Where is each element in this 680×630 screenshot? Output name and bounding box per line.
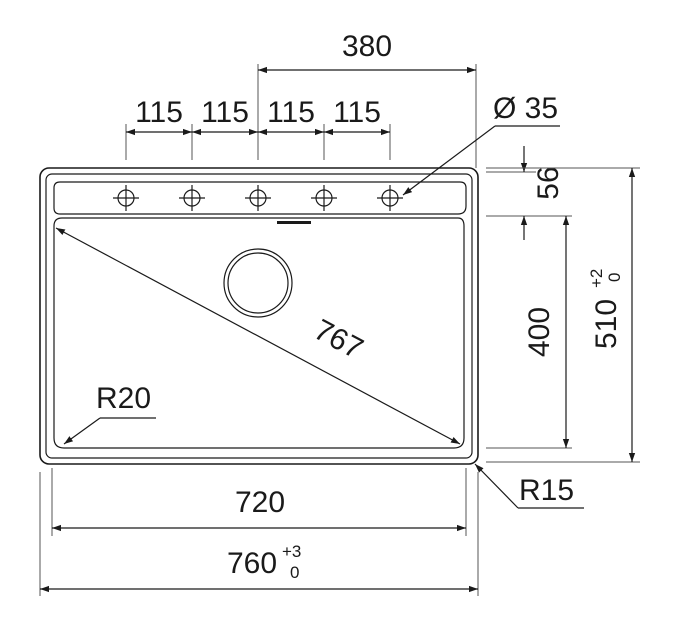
r20-label: R20 (96, 382, 151, 415)
dim-760-label: 760 (227, 547, 277, 580)
sink-inner-edge (45, 173, 473, 459)
dim-720-label: 720 (235, 486, 285, 519)
dim-510-label: 510 (590, 299, 623, 349)
sink-outline (39, 167, 479, 465)
dim-380-label: 380 (342, 30, 392, 63)
tap-hole (179, 185, 205, 211)
bottom-dimensions: 720 760 +3 0 (39, 468, 479, 596)
dim-767-label: 767 (309, 313, 369, 366)
dim-510-group: 510 +2 0 (587, 269, 624, 349)
dim-line-767 (55, 227, 461, 445)
dim-115-label-1: 115 (135, 96, 183, 129)
dim-56-label: 56 (532, 166, 565, 199)
right-dimensions: 56 400 510 +2 0 (486, 146, 640, 463)
drain-outer (223, 248, 293, 318)
dim-510-tol-upper: +2 (587, 269, 606, 288)
dim-400-label: 400 (523, 307, 556, 357)
overflow-slot (277, 221, 311, 224)
tap-hole (311, 185, 337, 211)
diameter-leader (402, 125, 496, 196)
tap-hole (113, 185, 139, 211)
dim-115-label-2: 115 (201, 96, 249, 129)
dim-760-tol-lower: 0 (290, 563, 299, 582)
dim-115-label-4: 115 (333, 96, 381, 129)
r20-leader (63, 417, 101, 445)
drain-inner (227, 252, 289, 314)
basin (53, 217, 465, 449)
dim-115-label-3: 115 (267, 96, 315, 129)
sink-outer-edge (39, 167, 479, 465)
top-dimensions: 380 115 115 115 115 Ø 35 (125, 30, 560, 196)
basin-dimensions: 767 R20 R15 (55, 227, 584, 509)
diameter-label: Ø 35 (493, 92, 558, 125)
tap-deck (53, 181, 467, 215)
tap-hole (245, 185, 271, 211)
tap-holes (113, 185, 403, 211)
tap-hole (377, 185, 403, 211)
r15-leader (474, 463, 519, 509)
dim-760-tol-upper: +3 (282, 542, 301, 561)
dim-510-tol-lower: 0 (605, 273, 624, 282)
r15-label: R15 (519, 474, 574, 507)
